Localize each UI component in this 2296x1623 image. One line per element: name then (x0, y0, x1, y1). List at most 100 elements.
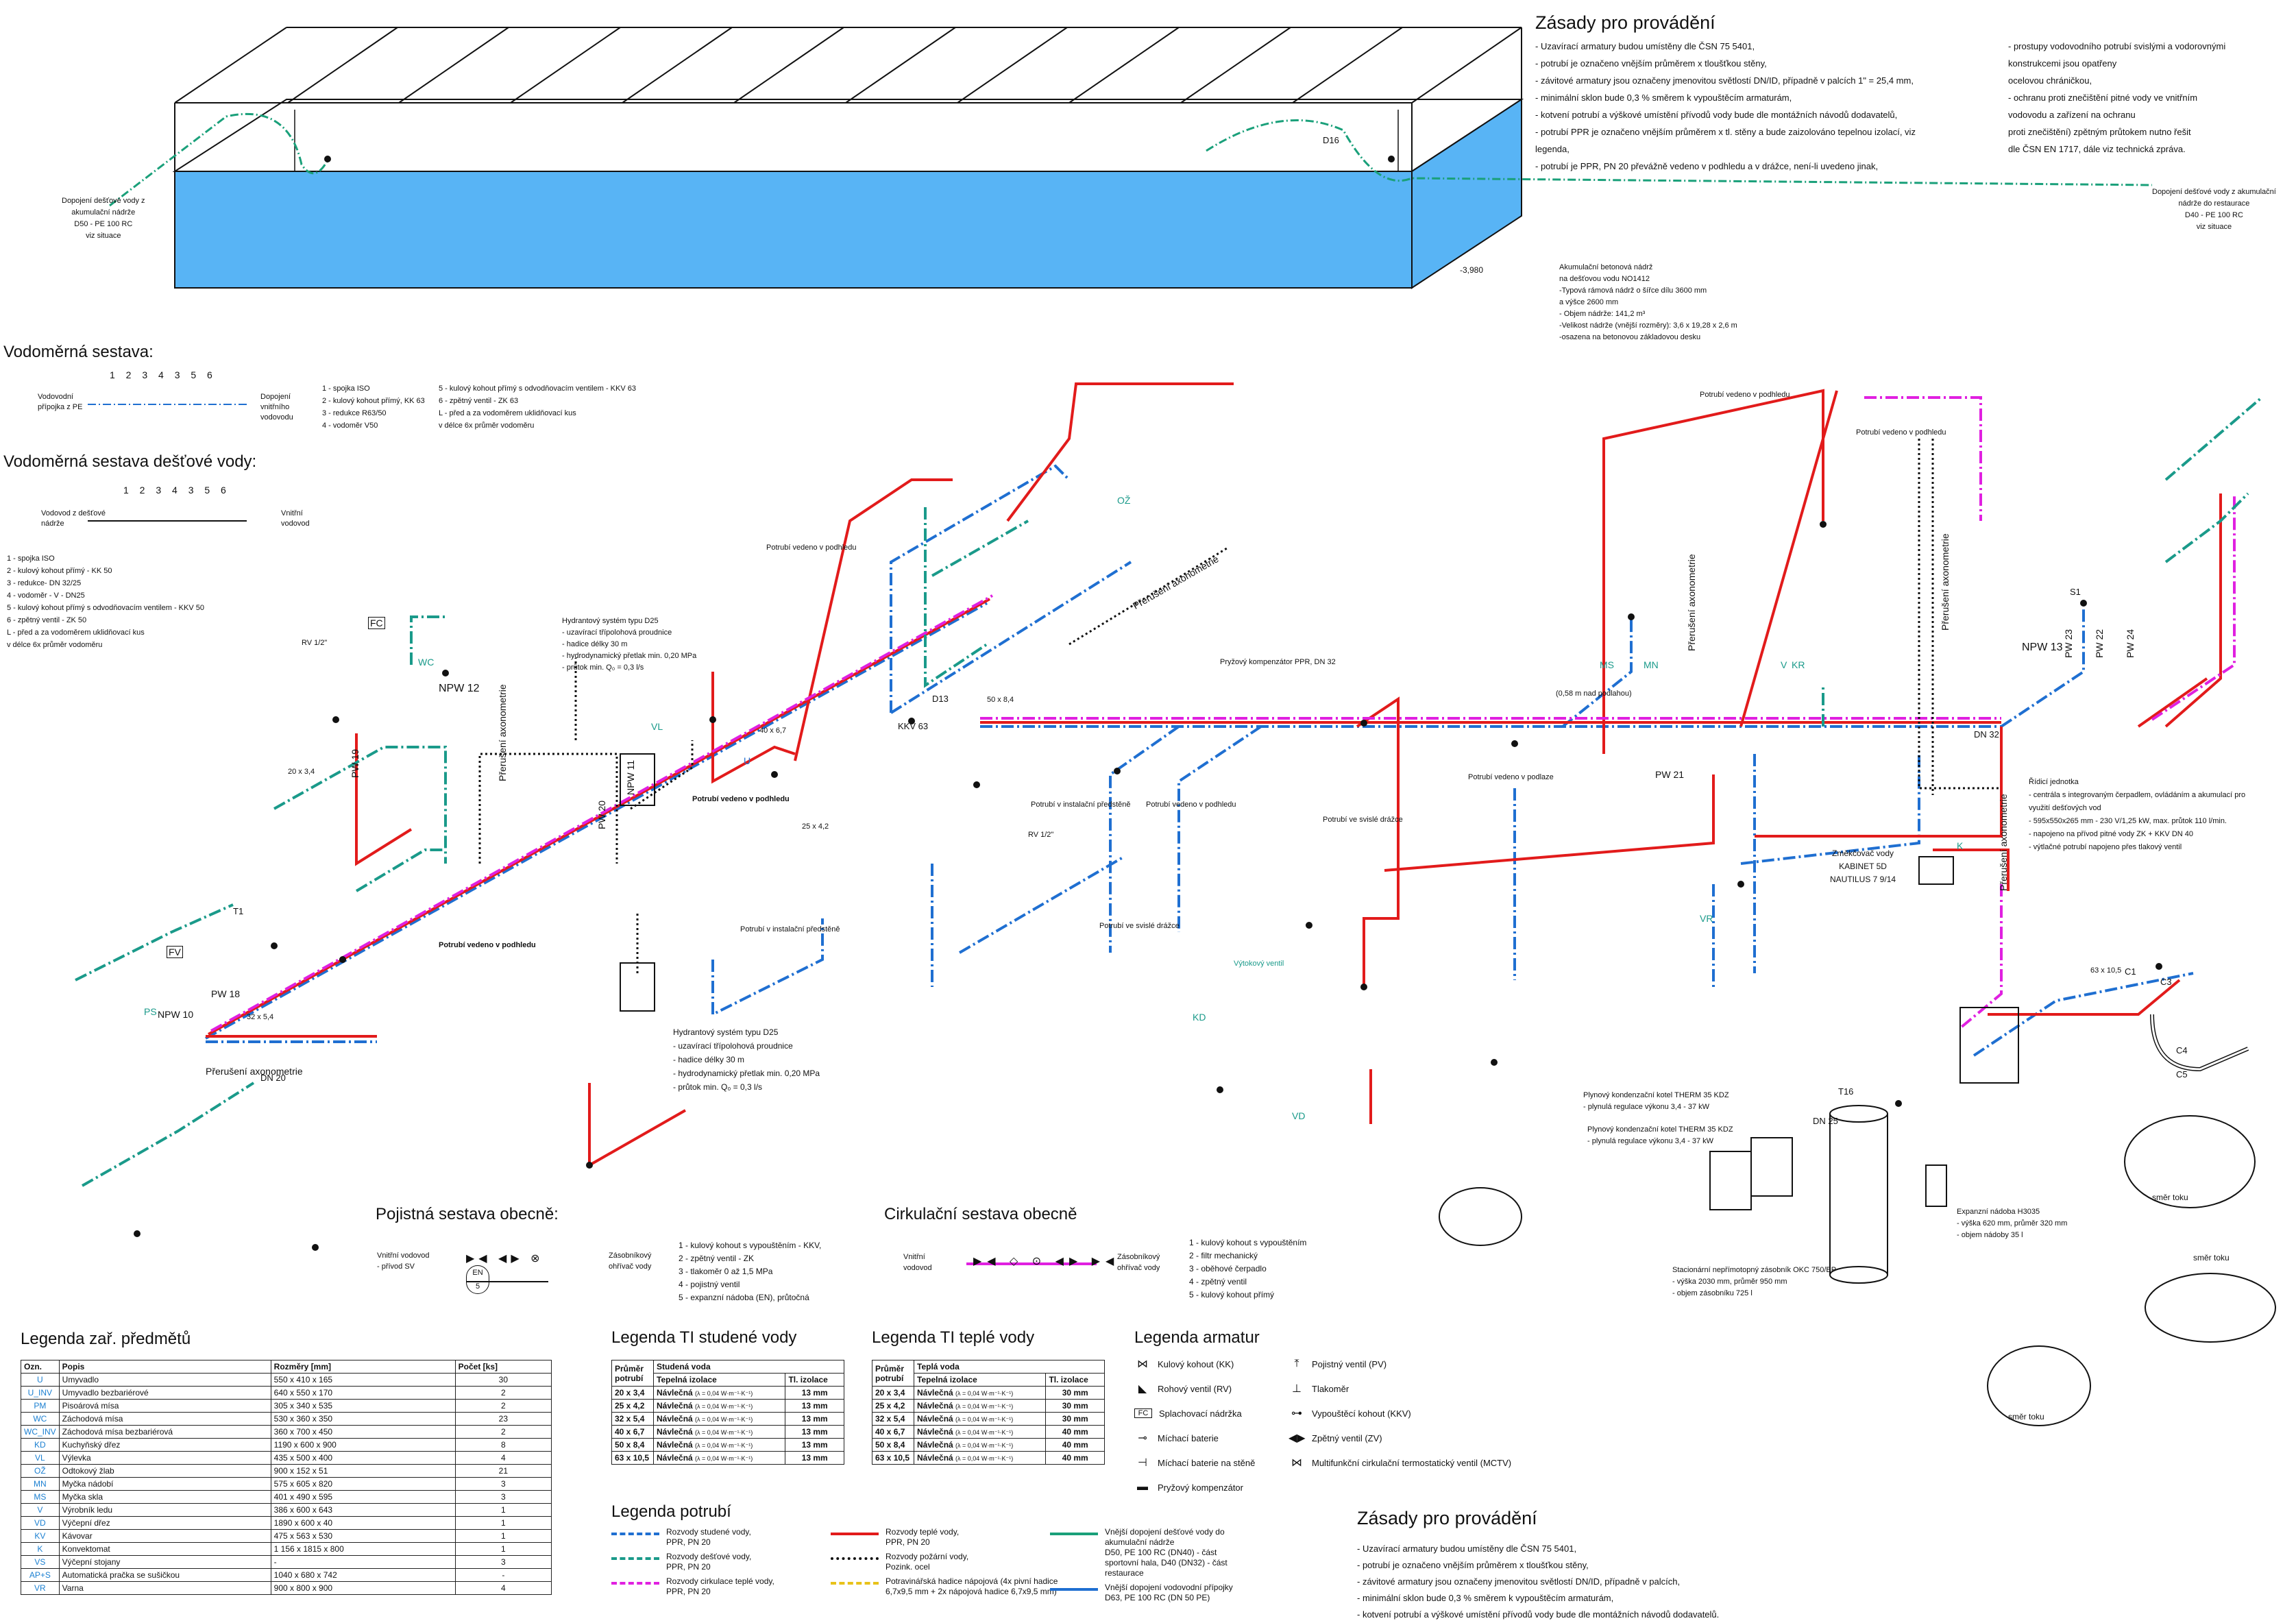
pipe-diameter: 20 x 3,4 (872, 1386, 914, 1400)
pipe-diameter: 40 x 6,7 (611, 1425, 654, 1439)
fixture-code: MS (21, 1490, 60, 1504)
insulation-type: Návlečná (λ = 0,04 W·m⁻¹·K⁻¹) (652, 1425, 786, 1439)
wall-groove-label-2: Potrubí ve svislé drážce (1323, 816, 1403, 824)
cold-col-insulation: Tepelná izolace (652, 1373, 786, 1387)
mctv-icon: ⋈ (1291, 1457, 1302, 1469)
insulation-type: Návlečná (λ = 0,04 W·m⁻¹·K⁻¹) (913, 1386, 1047, 1400)
fixture-code: WC (21, 1412, 60, 1426)
col-popis: Popis (58, 1360, 271, 1374)
fixture-desc: Výrobník ledu (58, 1503, 271, 1517)
fixture-count: 3 (454, 1477, 552, 1491)
fixture-code: VL (21, 1451, 60, 1465)
fixture-code: U_INV (21, 1386, 60, 1400)
ceiling-label-6: Potrubí vedeno v podhledu (1146, 801, 1236, 809)
fixture-vd: VD (1292, 1110, 1306, 1121)
safety-set-left: Vnitřní vodovod- přívod SV (377, 1252, 430, 1271)
fixture-code: VR (21, 1581, 60, 1595)
pipe-diameter: 25 x 4,2 (611, 1399, 654, 1413)
fixture-size: 435 x 500 x 400 (270, 1451, 456, 1465)
control-unit-note: Řídicí jednotka- centrála s integrovaným… (2029, 778, 2246, 851)
pipe-legend-label: Rozvody teplé vody,PPR, PN 20 (886, 1527, 960, 1547)
legend-fittings-title: Legenda armatur (1134, 1328, 1260, 1347)
size-label: 63 x 10,5 (2090, 966, 2122, 975)
fixture-ms: MS (1600, 659, 1614, 670)
insulation-thickness: 30 mm (1045, 1412, 1105, 1426)
cold-col-diameter: Průměr potrubí (611, 1360, 654, 1387)
fixture-size: 401 x 490 x 595 (270, 1490, 456, 1504)
label-npw12: NPW 12 (439, 683, 480, 694)
ceiling-label-3: Potrubí vedeno v podhledu (1856, 428, 1946, 437)
principles-top-col1: - Uzavírací armatury budou umístěny dle … (1535, 41, 1916, 171)
pipe-line-swatch (611, 1582, 659, 1585)
fixture-fc: FC (368, 617, 385, 629)
insulation-thickness: 40 mm (1045, 1438, 1105, 1452)
compensator-icon: ▬ (1137, 1481, 1148, 1493)
label-pw19: PW 19 (350, 748, 361, 778)
equipment (620, 753, 2276, 1426)
pipe-line-swatch (611, 1533, 659, 1535)
fixture-wc: WC (418, 657, 435, 668)
fixture-desc: Kávovar (58, 1529, 271, 1543)
insulation-thickness: 30 mm (1045, 1386, 1105, 1400)
circulation-pipes (210, 396, 2236, 1032)
fixture-count: 4 (454, 1581, 552, 1595)
insulation-thickness: 13 mm (785, 1399, 844, 1413)
fixture-size: 640 x 550 x 170 (270, 1386, 456, 1400)
pipe-legend-item: Rozvody požární vody,Pozink. ocel (831, 1552, 1058, 1572)
mixer-tap-icon: ⊸ (1138, 1432, 1147, 1444)
fixture-size: 475 x 563 x 530 (270, 1529, 456, 1543)
pipe-diameter: 63 x 10,5 (872, 1451, 914, 1465)
fixture-desc: Záchodová mísa bezbariérová (58, 1425, 271, 1439)
pipe-diameter: 32 x 5,4 (872, 1412, 914, 1426)
circ-set-symbols: ▶◀ ◇ ⊙ ◀▶ ▶◀ (973, 1256, 1120, 1267)
fixture-size: 550 x 410 x 165 (270, 1373, 456, 1387)
fixture-desc: Varna (58, 1581, 271, 1595)
mark-mctv-20: KKV 63 (898, 721, 929, 731)
legend-cold-title: Legenda TI studené vody (611, 1328, 797, 1347)
legend-hot-title: Legenda TI teplé vody (872, 1328, 1035, 1347)
pipe-diameter: 50 x 8,4 (611, 1438, 654, 1452)
fixture-count: 3 (454, 1490, 552, 1504)
label-pw20: PW 20 (596, 800, 607, 829)
pipe-line-swatch (831, 1557, 879, 1560)
insulation-thickness: 13 mm (785, 1412, 844, 1426)
principles-bottom-lines: - Uzavírací armatury budou umístěny dle … (1357, 1543, 1720, 1620)
tank-elevation: -3,980 (1460, 265, 1484, 275)
fixture-size: 386 x 600 x 643 (270, 1503, 456, 1517)
insulation-type: Návlečná (λ = 0,04 W·m⁻¹·K⁻¹) (913, 1399, 1047, 1413)
pipe-legend-item: Rozvody cirkulace teplé vody,PPR, PN 20 (611, 1576, 774, 1597)
pipe-line-swatch (831, 1533, 879, 1535)
hydrant-bottom-note: Hydrantový systém typu D25- uzavírací tř… (673, 1027, 820, 1092)
insulation-type: Návlečná (λ = 0,04 W·m⁻¹·K⁻¹) (913, 1438, 1047, 1452)
wall-mixer-icon: ⊣ (1138, 1457, 1147, 1469)
fixture-code: KV (21, 1529, 60, 1543)
fixture-desc: Záchodová mísa (58, 1412, 271, 1426)
insulation-type: Návlečná (λ = 0,04 W·m⁻¹·K⁻¹) (652, 1399, 786, 1413)
insulation-type: Návlečná (λ = 0,04 W·m⁻¹·K⁻¹) (652, 1438, 786, 1452)
insulation-type: Návlečná (λ = 0,04 W·m⁻¹·K⁻¹) (913, 1451, 1047, 1465)
fixture-count: 1 (454, 1529, 552, 1543)
